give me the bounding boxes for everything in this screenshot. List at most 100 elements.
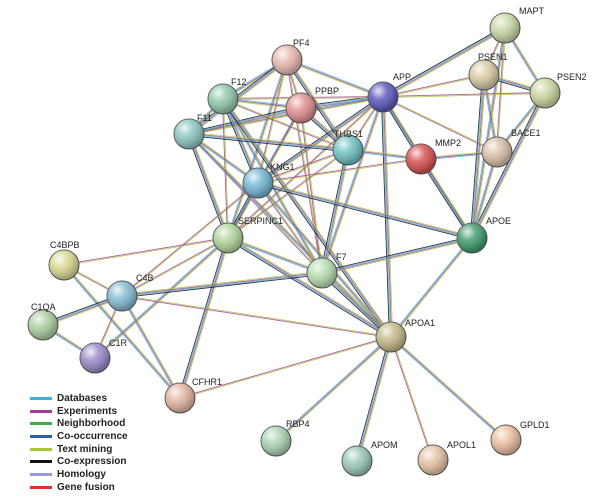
legend-label: Neighborhood bbox=[57, 418, 126, 430]
node-apol1[interactable]: APOL1 bbox=[417, 440, 476, 476]
node-c4bpb[interactable]: C4BPB bbox=[48, 240, 80, 281]
edge-c4b-cfhr1 bbox=[120, 295, 182, 399]
legend-item-co-expression: Co-expression bbox=[30, 455, 128, 468]
node-label: MAPT bbox=[519, 6, 545, 16]
node-app[interactable]: APP bbox=[367, 72, 411, 113]
node-highlight bbox=[213, 223, 243, 253]
legend-label: Experiments bbox=[57, 405, 118, 417]
node-mapt[interactable]: MAPT bbox=[489, 6, 545, 44]
node-f7[interactable]: F7 bbox=[306, 252, 347, 289]
edge-app-bace1 bbox=[382, 96, 498, 153]
node-label: PF4 bbox=[293, 38, 310, 48]
node-highlight bbox=[406, 144, 436, 174]
edge-apoa1-apom bbox=[354, 336, 394, 462]
node-highlight bbox=[174, 119, 204, 149]
legend-swatch bbox=[30, 485, 52, 489]
edge-thbs1-kng1 bbox=[257, 149, 349, 184]
node-highlight bbox=[469, 60, 499, 90]
edge-ppbp-f7 bbox=[300, 107, 323, 274]
legend-swatch bbox=[30, 422, 52, 426]
node-highlight bbox=[28, 310, 58, 340]
node-gpld1[interactable]: GPLD1 bbox=[490, 420, 550, 456]
node-highlight bbox=[368, 82, 398, 112]
node-ppbp[interactable]: PPBP bbox=[285, 86, 339, 124]
legend-item-gene-fusion: Gene fusion bbox=[30, 481, 128, 494]
edge-apoa1-rbp4 bbox=[274, 335, 393, 443]
edge-app-kng1 bbox=[256, 95, 385, 185]
edge-kng1-c4b bbox=[121, 182, 259, 297]
node-f12[interactable]: F12 bbox=[207, 77, 247, 115]
edge-c4b-f7 bbox=[121, 270, 323, 299]
node-pf4[interactable]: PF4 bbox=[271, 38, 310, 76]
node-label: THBS1 bbox=[334, 129, 363, 139]
node-apoe[interactable]: APOE bbox=[456, 216, 511, 254]
node-highlight bbox=[208, 84, 238, 114]
node-label: APOA1 bbox=[405, 318, 435, 328]
node-psen1[interactable]: PSEN1 bbox=[468, 52, 508, 91]
node-apoa1[interactable]: APOA1 bbox=[375, 318, 435, 353]
edge-mapt-app bbox=[381, 26, 507, 99]
node-highlight bbox=[490, 13, 520, 43]
edge-ppbp-f11 bbox=[188, 105, 302, 137]
node-thbs1[interactable]: THBS1 bbox=[332, 129, 364, 166]
edge-psen2-apoe bbox=[470, 92, 547, 239]
node-apom[interactable]: APOM bbox=[341, 440, 398, 477]
edge-thbs1-serpinc1 bbox=[227, 149, 349, 239]
edge-app-pf4 bbox=[286, 58, 384, 99]
node-highlight bbox=[376, 322, 406, 352]
edge-c4bpb-cfhr1 bbox=[62, 263, 182, 400]
node-highlight bbox=[272, 45, 302, 75]
node-label: F11 bbox=[197, 113, 212, 123]
node-cfhr1[interactable]: CFHR1 bbox=[164, 377, 222, 414]
edge-mmp2-kng1 bbox=[257, 158, 422, 184]
node-highlight bbox=[107, 281, 137, 311]
node-label: F7 bbox=[336, 252, 347, 262]
edge-serpinc1-apoa1 bbox=[226, 236, 393, 339]
node-label: PSEN1 bbox=[478, 52, 508, 62]
legend-item-homology: Homology bbox=[30, 468, 128, 481]
legend-swatch bbox=[30, 460, 52, 464]
legend-swatch bbox=[30, 447, 52, 451]
node-highlight bbox=[333, 135, 363, 165]
edge-serpinc1-c4bpb bbox=[63, 237, 229, 266]
edge-apoa1-apol1 bbox=[390, 336, 434, 461]
node-mmp2[interactable]: MMP2 bbox=[405, 138, 461, 175]
edge-serpinc1-cfhr1 bbox=[177, 237, 231, 399]
edge-f7-apoa1 bbox=[320, 271, 393, 339]
edge-kng1-apoe bbox=[257, 180, 473, 241]
edge-app-f7 bbox=[320, 96, 385, 274]
node-highlight bbox=[457, 223, 487, 253]
edge-f11-serpinc1 bbox=[187, 133, 230, 239]
node-f11[interactable]: F11 bbox=[173, 113, 212, 150]
legend-label: Co-occurrence bbox=[57, 430, 128, 442]
legend-swatch bbox=[30, 396, 52, 400]
edge-psen2-app bbox=[382, 92, 546, 98]
legend-item-experiments: Experiments bbox=[30, 405, 128, 418]
node-kng1[interactable]: KNG1 bbox=[242, 162, 295, 199]
edge-f11-thbs1 bbox=[188, 131, 349, 153]
node-c4b[interactable]: C4B bbox=[106, 273, 154, 312]
node-highlight bbox=[286, 93, 316, 123]
node-label: APOL1 bbox=[447, 440, 476, 450]
node-c1qa[interactable]: C1QA bbox=[27, 302, 59, 341]
node-label: PSEN2 bbox=[557, 72, 587, 82]
legend-swatch bbox=[30, 434, 52, 438]
node-bace1[interactable]: BACE1 bbox=[481, 128, 541, 168]
node-c1r[interactable]: C1R bbox=[79, 338, 128, 374]
legend-label: Co-expression bbox=[57, 456, 127, 468]
node-highlight bbox=[482, 137, 512, 167]
node-psen2[interactable]: PSEN2 bbox=[529, 72, 587, 109]
node-highlight bbox=[342, 446, 372, 476]
node-label: KNG1 bbox=[270, 162, 295, 172]
node-highlight bbox=[49, 250, 79, 280]
edge-f12-thbs1 bbox=[222, 98, 349, 151]
legend-item-neighborhood: Neighborhood bbox=[30, 417, 128, 430]
node-rbp4[interactable]: RBP4 bbox=[260, 419, 310, 457]
node-label: RBP4 bbox=[286, 419, 310, 429]
legend-item-databases: Databases bbox=[30, 392, 128, 405]
node-serpinc1[interactable]: SERPINC1 bbox=[212, 216, 283, 254]
node-highlight bbox=[307, 258, 337, 288]
node-label: C4BPB bbox=[50, 240, 80, 250]
node-highlight bbox=[243, 168, 273, 198]
